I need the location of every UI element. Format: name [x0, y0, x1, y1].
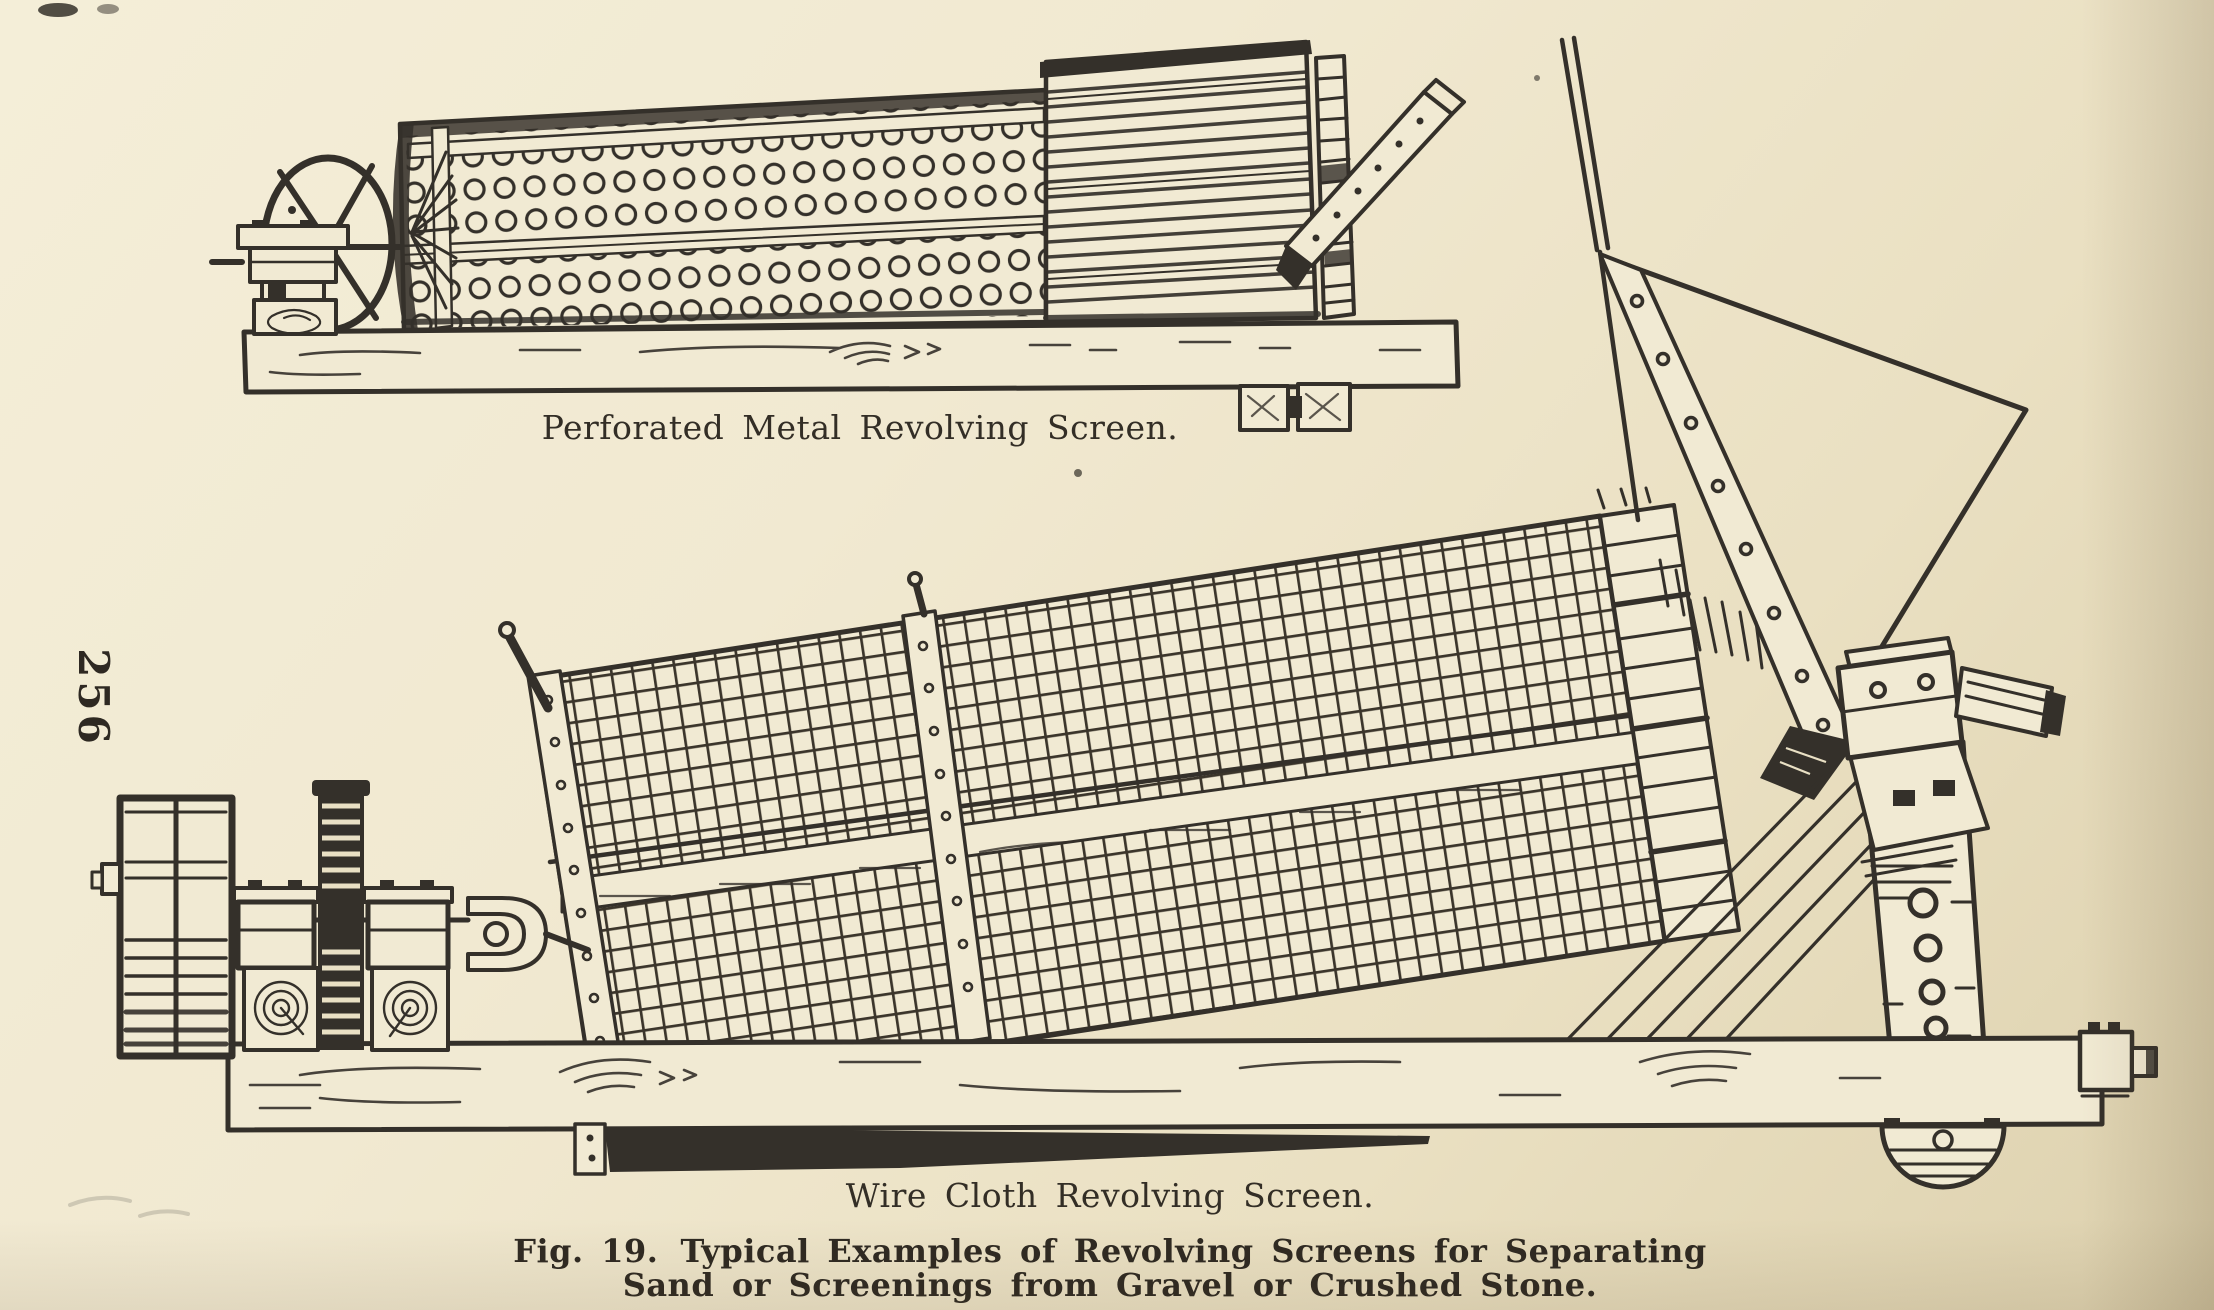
- figure-title-line1: Typical Examples of Revolving Screens fo…: [680, 1232, 1707, 1270]
- feed-hopper: [1559, 35, 2029, 800]
- bearing-pedestal: [236, 220, 350, 336]
- support-blocks: [1238, 382, 1352, 432]
- caption-perforated-screen: Perforated Metal Revolving Screen.: [541, 408, 1179, 447]
- drum-end-ring: [1596, 486, 1741, 943]
- page-number: 256: [69, 648, 119, 748]
- figure-title-line2: Sand or Screenings from Gravel or Crushe…: [622, 1266, 1598, 1304]
- paper-specks: [38, 3, 1540, 1218]
- drum-under-edge: [573, 1122, 1430, 1176]
- axle-stub: [1954, 666, 2054, 738]
- wire-cloth-screen-illustration: [90, 35, 2158, 1190]
- hopper-spout: [1760, 726, 1856, 800]
- perforated-drum: [392, 87, 1049, 333]
- drive-assembly: [90, 780, 591, 1060]
- perforated-metal-screen-illustration: [209, 39, 1466, 432]
- bottom-beam: [225, 1035, 2105, 1133]
- brace-lines: [1528, 768, 1922, 1084]
- support-pole: [1559, 35, 1611, 253]
- discharge-chute: [1276, 78, 1466, 290]
- caption-wire-cloth-screen: Wire Cloth Revolving Screen.: [845, 1176, 1375, 1215]
- slatted-housing: [1040, 39, 1321, 325]
- beam-end-bolt: [2077, 1022, 2158, 1098]
- base-plank: [241, 319, 1461, 395]
- wire-mesh-drum: [498, 486, 1741, 1108]
- figure-caption: Fig. 19. Typical Examples of Revolving Sc…: [460, 1234, 1760, 1302]
- figure-label: Fig. 19.: [513, 1232, 659, 1270]
- drum-top-band: [400, 90, 1046, 138]
- roller-wheel: [1879, 1118, 2007, 1190]
- right-bearing: [1835, 636, 2066, 878]
- figure-caption-line1: Fig. 19. Typical Examples of Revolving Sc…: [460, 1234, 1760, 1268]
- clevis-joint: [466, 896, 591, 972]
- screw-column: [312, 780, 370, 1050]
- wood-block: [252, 298, 338, 336]
